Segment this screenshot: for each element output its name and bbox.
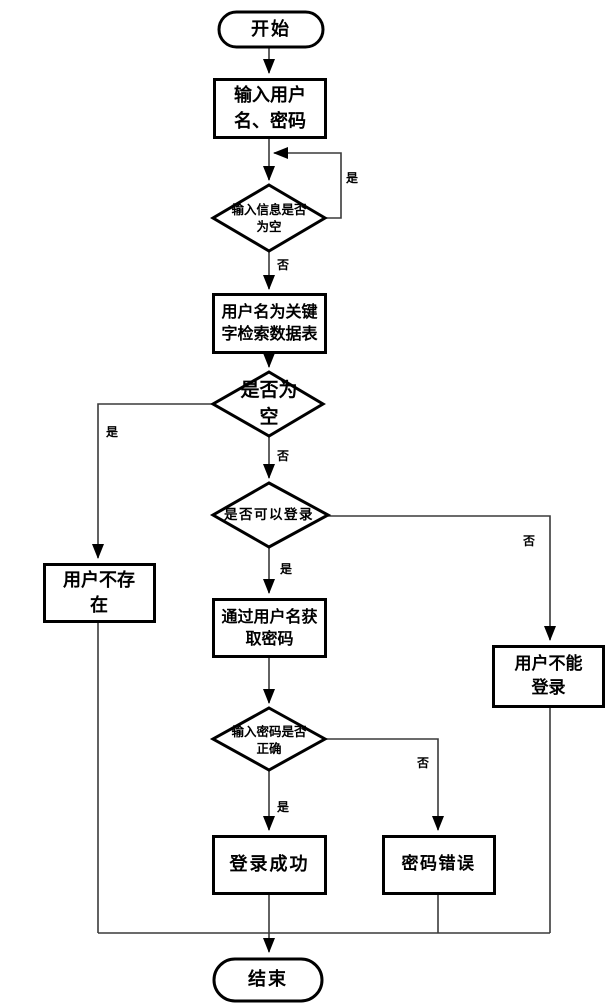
- start-shape: [217, 10, 325, 49]
- login-success-shape: [212, 835, 327, 895]
- input-credentials-shape: [213, 78, 327, 139]
- edge-password-no: [325, 738, 444, 831]
- get-password-shape: [212, 598, 327, 658]
- edge-result-yes: [92, 403, 213, 559]
- user-not-exist-shape: [43, 563, 156, 623]
- password-error-shape: [382, 835, 496, 895]
- edge-loop-yes: [273, 147, 342, 219]
- check-password-shape: [209, 706, 329, 772]
- user-cannot-login-shape: [492, 645, 605, 708]
- search-table-shape: [212, 293, 327, 354]
- check-can-login-shape: [209, 481, 332, 549]
- edge-can-login-no: [328, 515, 556, 641]
- end-shape: [212, 957, 324, 1003]
- check-input-empty-shape: [210, 183, 328, 253]
- check-result-empty-shape: [209, 370, 326, 438]
